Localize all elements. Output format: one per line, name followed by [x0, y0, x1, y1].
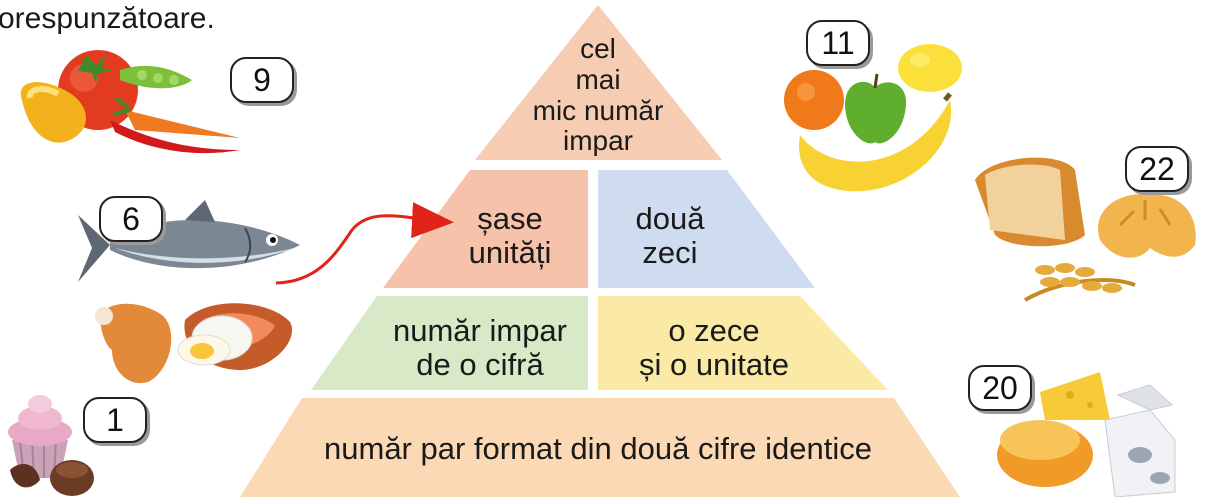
- number-tab-sweets: 1: [83, 397, 147, 443]
- row3-left-line2: de o cifră: [416, 347, 544, 383]
- pyramid-row3-left-section: [311, 296, 588, 390]
- fruits-illustration: [784, 44, 962, 192]
- row2-left-line1: șase: [477, 201, 543, 236]
- row3-left-line1: număr impar: [393, 313, 567, 348]
- pyramid-row2-right-text: două zeci: [600, 201, 740, 271]
- sweets-illustration: [8, 395, 94, 496]
- pyramid-top-line4: impar: [562, 125, 633, 157]
- pyramid-row2-left-text: șase unități: [440, 201, 580, 271]
- row2-right-line2: zeci: [642, 235, 698, 271]
- number-tab-bread: 22: [1125, 146, 1189, 192]
- row3-right-line2: și o unitate: [639, 347, 789, 383]
- pyramid-top-text: cel mai mic număr impar: [500, 33, 696, 157]
- number-tab-fish-meat: 6: [99, 196, 163, 242]
- dairy-illustration: [997, 372, 1176, 497]
- pyramid-top-line3: mic număr: [532, 94, 664, 126]
- pyramid-top-section: [475, 5, 722, 160]
- red-arrow: [275, 202, 454, 285]
- pyramid-base-section: [240, 398, 960, 497]
- pyramid-top-line1: cel: [580, 33, 616, 64]
- pyramid-row2-right-section: [598, 170, 815, 288]
- instruction-fragment: orespunzătoare.: [0, 2, 215, 35]
- number-tab-vegetables: 9: [230, 57, 294, 103]
- bread-illustration: [975, 157, 1196, 302]
- meat-illustration: [95, 303, 293, 384]
- number-tab-dairy: 20: [968, 365, 1032, 411]
- row3-right-line1: o zece: [668, 313, 760, 348]
- pyramid-base-text: număr par format din două cifre identice: [324, 431, 872, 466]
- pyramid-row3-right-section: [598, 296, 888, 390]
- pyramid-row3-right-text: o zece și o unitate: [604, 313, 824, 383]
- pyramid-row3-left-text: număr impar de o cifră: [372, 313, 588, 383]
- vegetables-illustration: [20, 50, 240, 154]
- pyramid-top-line2: mai: [575, 63, 621, 95]
- number-tab-fruits: 11: [806, 20, 870, 66]
- row2-right-line1: două: [635, 201, 705, 236]
- row2-left-line2: unități: [468, 235, 552, 271]
- pyramid-row2-left-section: [383, 170, 588, 288]
